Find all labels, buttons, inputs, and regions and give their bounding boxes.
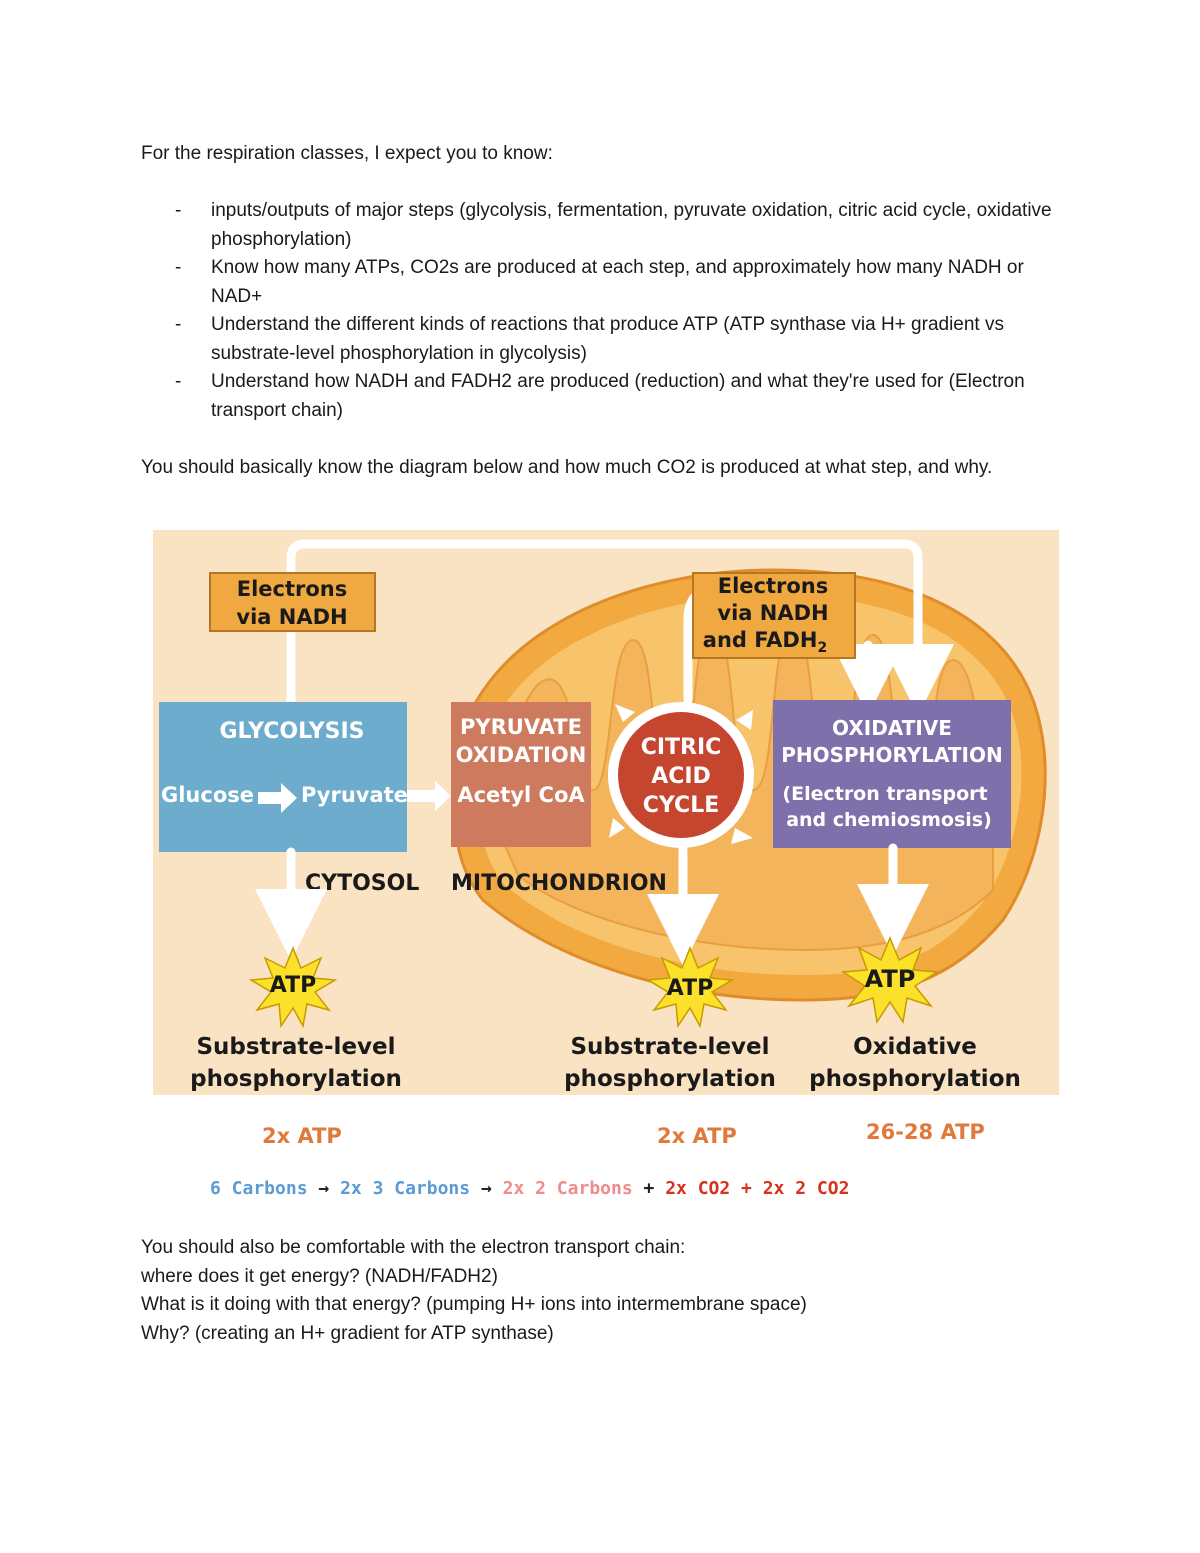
pyruvate-to-oxidation-arrow (407, 781, 451, 811)
electrons-nadh-fadh-line2: via NADH (717, 601, 828, 625)
oxphos-box: OXIDATIVE PHOSPHORYLATION (Electron tran… (773, 700, 1011, 848)
list-item: - Understand the different kinds of react… (141, 311, 1071, 368)
atp-label-3: ATP (865, 965, 916, 993)
electrons-nadh-box: Electrons via NADH (209, 572, 376, 632)
glycolysis-title: GLYCOLYSIS (219, 719, 364, 744)
diagram-intro-text: You should basically know the diagram be… (141, 457, 993, 478)
carbon-6: 6 Carbons (210, 1178, 308, 1199)
co2-b: 2x 2 CO2 (762, 1178, 850, 1199)
glucose-label: Glucose (161, 783, 254, 807)
atp-down-arrows (255, 843, 929, 966)
outro-line: You should also be comfortable with the … (141, 1237, 686, 1258)
list-dash: - (175, 314, 182, 335)
carbon-3: 2x 3 Carbons (340, 1178, 471, 1199)
carbon-2: 2x 2 Carbons (502, 1178, 633, 1199)
oxphos-detail1: (Electron transport (782, 783, 987, 805)
pyruvate-oxidation-line1: PYRUVATE (460, 715, 582, 739)
list-item-text: Understand how NADH and FADH2 are produc… (211, 371, 1025, 421)
outro-line: What is it doing with that energy? (pump… (141, 1294, 807, 1315)
output-label-3-line1: Oxidative (853, 1034, 977, 1060)
fadh-subscript: 2 (817, 640, 827, 656)
carbon-arrow-2: → (470, 1178, 503, 1199)
pyruvate-oxidation-line2: OXIDATION (456, 743, 587, 767)
list-item-text: Know how many ATPs, CO2s are produced at… (211, 257, 1024, 307)
atp-counts-row: 2x ATP 2x ATP 26-28 ATP (0, 1120, 1200, 1164)
citric-acid-cycle: CITRIC ACID CYCLE (608, 702, 754, 848)
cytosol-label: CYTOSOL (305, 871, 419, 896)
electrons-nadh-fadh-box: Electrons via NADH and FADH2 (692, 572, 856, 659)
carbon-plus-1: + (632, 1178, 666, 1199)
list-item: - Know how many ATPs, CO2s are produced a… (141, 254, 1071, 311)
co2-a: 2x CO2 (665, 1178, 731, 1199)
acetyl-coa-label: Acetyl CoA (457, 783, 585, 807)
oxphos-line1: OXIDATIVE (832, 716, 952, 740)
pyruvate-label: Pyruvate (301, 783, 408, 807)
citric-line1: CITRIC (641, 735, 722, 760)
list-item: - inputs/outputs of major steps (glycolys… (141, 197, 1071, 254)
atp-count-glycolysis: 2x ATP (262, 1124, 342, 1148)
output-label-3-line2: phosphorylation (809, 1066, 1021, 1092)
list-item-text: Understand the different kinds of reacti… (211, 314, 1004, 364)
citric-line3: CYCLE (643, 793, 719, 818)
list-item-text: inputs/outputs of major steps (glycolysi… (211, 200, 1052, 250)
atp-count-citric: 2x ATP (657, 1124, 737, 1148)
output-label-2-line2: phosphorylation (564, 1066, 776, 1092)
output-label-2-line1: Substrate-level (570, 1034, 769, 1060)
atp-count-oxphos: 26-28 ATP (866, 1120, 985, 1144)
atp-star-2: ATP (645, 945, 735, 1029)
electrons-nadh-line1: Electrons (237, 577, 348, 601)
list-dash: - (175, 371, 182, 392)
list-item: - Understand how NADH and FADH2 are produ… (141, 368, 1071, 425)
outro-line: Why? (creating an H+ gradient for ATP sy… (141, 1322, 554, 1344)
carbon-arrow-1: → (307, 1178, 341, 1199)
list-dash: - (175, 200, 182, 221)
citric-line2: ACID (651, 764, 711, 789)
output-label-1-line1: Substrate-level (196, 1034, 395, 1060)
list-dash: - (175, 257, 182, 278)
requirements-list: - inputs/outputs of major steps (glycolys… (141, 197, 1071, 425)
respiration-diagram: Electrons via NADH Electrons via NADH an… (153, 530, 1059, 1095)
atp-label-1: ATP (270, 973, 316, 998)
carbon-flow: 6 Carbons → 2x 3 Carbons → 2x 2 Carbons … (210, 1178, 849, 1199)
electrons-nadh-fadh-line1: Electrons (718, 574, 829, 598)
outro-line: where does it get energy? (NADH/FADH2) (141, 1265, 498, 1287)
electrons-nadh-fadh-line3: and FADH (703, 628, 818, 652)
svg-text:and FADH2: and FADH2 (703, 628, 827, 656)
atp-star-1: ATP (248, 945, 338, 1029)
atp-star-3: ATP (840, 936, 940, 1025)
oxphos-line2: PHOSPHORYLATION (781, 743, 1002, 767)
glucose-to-pyruvate-arrow (258, 783, 297, 813)
glycolysis-box: GLYCOLYSIS Glucose Pyruvate (159, 702, 408, 852)
oxphos-detail2: and chemiosmosis) (786, 809, 992, 831)
carbon-plus-2: + (730, 1178, 763, 1199)
pyruvate-oxidation-box: PYRUVATE OXIDATION Acetyl CoA (451, 702, 591, 847)
mitochondrion-label: MITOCHONDRION (451, 871, 667, 896)
outro-section: You should also be comfortable with the … (141, 1234, 807, 1348)
intro-text: For the respiration classes, I expect yo… (141, 143, 553, 164)
atp-label-2: ATP (667, 976, 713, 1001)
output-label-1-line2: phosphorylation (190, 1066, 402, 1092)
electrons-nadh-line2: via NADH (236, 605, 347, 629)
